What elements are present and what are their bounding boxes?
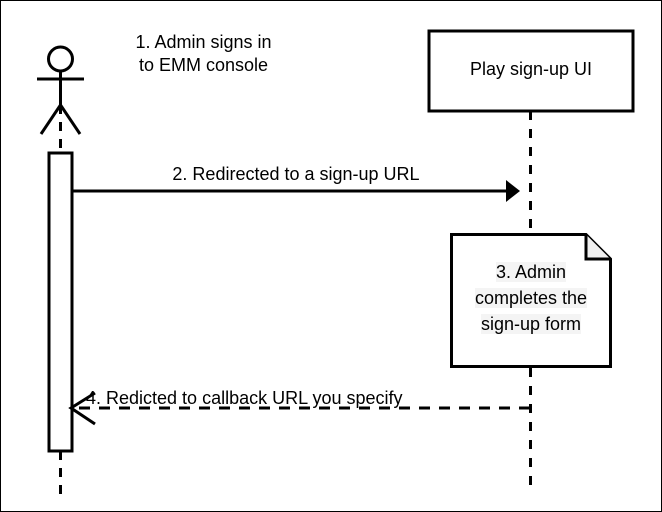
participant-box-play-signup-ui bbox=[427, 29, 635, 113]
participant-label-play-signup-ui: Play sign-up UI bbox=[469, 59, 593, 79]
step1-annotation-label: 1. Admin signs in to EMM console bbox=[96, 31, 311, 77]
note-line3: sign-up form bbox=[480, 314, 582, 334]
actor-activation-bar bbox=[47, 151, 74, 453]
note-text-step3: 3. Admin completes the sign-up form bbox=[453, 259, 609, 337]
step1-line2: to EMM console bbox=[138, 55, 269, 75]
stick-figure-actor-icon bbox=[37, 45, 84, 135]
note-line2: completes the bbox=[474, 288, 588, 308]
message-arrow-step4 bbox=[68, 391, 530, 426]
step1-line1: 1. Admin signs in bbox=[135, 32, 272, 52]
step4-message-label: 4. Redicted to callback URL you specify bbox=[86, 388, 403, 408]
step2-message-label: 2. Redirected to a sign-up URL bbox=[172, 164, 420, 184]
message-arrow-step2 bbox=[72, 180, 520, 202]
note-line1: 3. Admin bbox=[495, 262, 567, 282]
